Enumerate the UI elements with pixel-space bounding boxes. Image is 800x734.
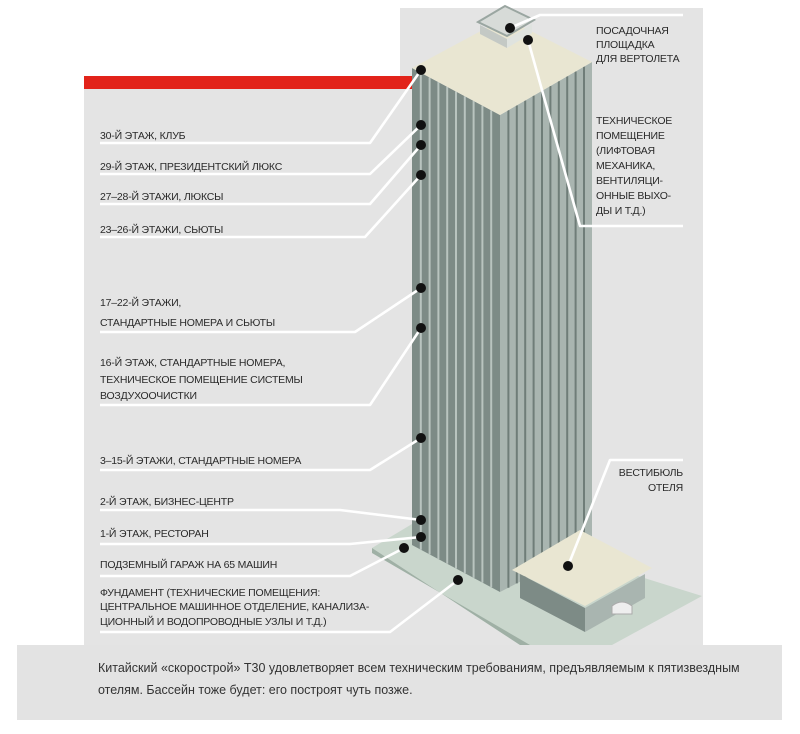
label-floor-3-15: 3–15-Й ЭТАЖИ, СТАНДАРТНЫЕ НОМЕРА	[100, 454, 301, 467]
tower	[412, 18, 592, 592]
label-technical: ОННЫЕ ВЫХО-	[596, 190, 672, 202]
tower-roof	[412, 18, 592, 115]
label-floor-17-22: СТАНДАРТНЫЕ НОМЕРА И СЬЮТЫ	[100, 317, 275, 329]
label-floor-27-28: 27–28-Й ЭТАЖИ, ЛЮКСЫ	[100, 190, 223, 203]
label-technical: ТЕХНИЧЕСКОЕ	[596, 115, 672, 127]
label-foundation: ФУНДАМЕНТ (ТЕХНИЧЕСКИЕ ПОМЕЩЕНИЯ:	[100, 587, 320, 599]
caption-text: Китайский «скорострой» Т30 удовлетворяет…	[98, 661, 740, 697]
label-foundation: ЦИОННЫЙ И ВОДОПРОВОДНЫЕ УЗЛЫ И Т.Д.)	[100, 615, 326, 628]
label-helipad: ПЛОЩАДКА	[596, 39, 655, 51]
label-foundation: ЦЕНТРАЛЬНОЕ МАШИННОЕ ОТДЕЛЕНИЕ, КАНАЛИЗА…	[100, 601, 370, 613]
label-lobby: ОТЕЛЯ	[648, 482, 683, 494]
label-lobby: ВЕСТИБЮЛЬ	[619, 467, 684, 479]
leader-lines	[100, 13, 683, 634]
label-floor-16: 16-Й ЭТАЖ, СТАНДАРТНЫЕ НОМЕРА,	[100, 356, 285, 369]
label-floor-17-22: 17–22-Й ЭТАЖИ,	[100, 296, 181, 309]
label-technical: ВЕНТИЛЯЦИ-	[596, 175, 664, 187]
label-technical: МЕХАНИКА,	[596, 160, 655, 172]
label-floor-16: ВОЗДУХООЧИСТКИ	[100, 390, 197, 402]
label-technical: (ЛИФТОВАЯ	[596, 145, 655, 157]
helipad	[475, 4, 537, 48]
label-garage: ПОДЗЕМНЫЙ ГАРАЖ НА 65 МАШИН	[100, 558, 277, 571]
lobby-building	[512, 530, 652, 632]
label-floor-30: 30-Й ЭТАЖ, КЛУБ	[100, 129, 186, 142]
caption-box: Китайский «скорострой» Т30 удовлетворяет…	[17, 645, 782, 720]
label-floor-16: ТЕХНИЧЕСКОЕ ПОМЕЩЕНИЕ СИСТЕМЫ	[100, 374, 303, 386]
label-floor-29: 29-Й ЭТАЖ, ПРЕЗИДЕНТСКИЙ ЛЮКС	[100, 160, 283, 173]
marker-dots	[399, 23, 573, 585]
label-floor-1: 1-Й ЭТАЖ, РЕСТОРАН	[100, 527, 209, 540]
label-floor-2: 2-Й ЭТАЖ, БИЗНЕС-ЦЕНТР	[100, 495, 234, 508]
label-helipad: ПОСАДОЧНАЯ	[596, 25, 669, 37]
label-technical: ПОМЕЩЕНИЕ	[596, 130, 665, 142]
label-technical: ДЫ И Т.Д.)	[596, 205, 645, 217]
accent-bar	[84, 76, 416, 89]
label-helipad: ДЛЯ ВЕРТОЛЕТА	[596, 53, 680, 65]
label-floor-23-26: 23–26-Й ЭТАЖИ, СЬЮТЫ	[100, 223, 223, 236]
